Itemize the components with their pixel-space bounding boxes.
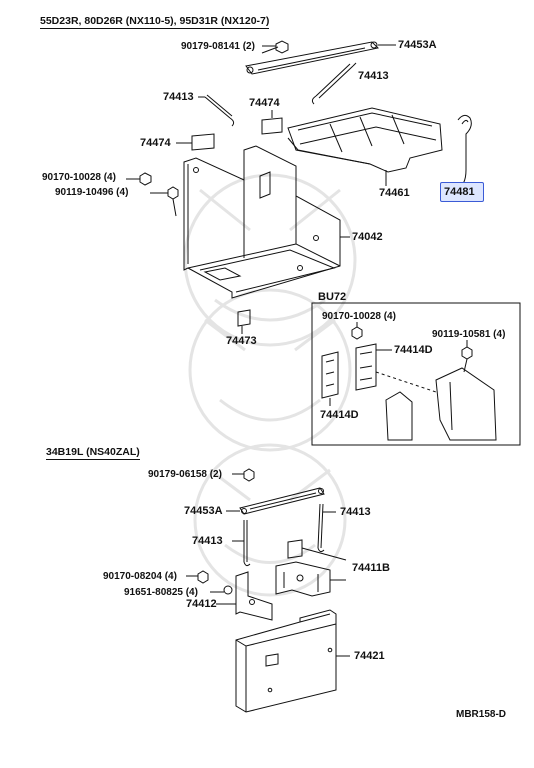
vent-tube-74481 [455,114,472,191]
header-lower-battery-size: 34B19L (NS40ZAL) [46,446,140,460]
header-top-battery-sizes: 55D23R, 80D26R (NX110-5), 95D31R (NX120-… [40,15,270,29]
inset-bolt-90119-10581 [461,340,473,373]
hold-down-bolt-74413-bottom-left [232,520,251,567]
label-74474-center[interactable]: 74474 [249,97,280,109]
label-74473[interactable]: 74473 [226,335,257,347]
pad-74474-left [176,133,215,151]
label-74481[interactable]: 74481 [444,186,475,198]
hold-down-bolt-74413-bottom-right [317,503,336,553]
highlight-74481[interactable] [440,182,484,202]
label-74474-left[interactable]: 74474 [140,137,171,149]
label-90119-10581[interactable]: 90119-10581 (4) [432,329,506,340]
label-90119-10496[interactable]: 90119-10496 (4) [55,187,129,198]
label-91651-80825[interactable]: 91651-80825 (4) [124,587,198,598]
spacer-74473 [237,309,251,334]
label-74413-bottom-left[interactable]: 74413 [192,535,223,547]
label-74461[interactable]: 74461 [379,187,410,199]
battery-carrier-74042 [183,145,350,299]
label-90179-08141[interactable]: 90179-08141 (2) [181,41,255,52]
label-74412[interactable]: 74412 [186,598,217,610]
label-90179-06158[interactable]: 90179-06158 (2) [148,469,222,480]
hold-down-clamp-74453A-bottom [226,487,325,515]
inset-frame-BU72 [311,302,521,446]
label-74413-top-left[interactable]: 74413 [163,91,194,103]
watermark-emblem-bottom [193,443,347,597]
label-74042[interactable]: 74042 [352,231,383,243]
label-74413-top-right[interactable]: 74413 [358,70,389,82]
label-74411B[interactable]: 74411B [352,562,390,574]
hold-down-bolt-74413-right [311,62,357,105]
brackets-74411B [275,539,347,597]
figure-code: MBR158-D [456,709,507,720]
nut-90170-08204 [186,570,209,584]
hold-down-bolt-74413-left [198,94,235,127]
watermark-emblem-mid [188,288,352,452]
label-90170-08204[interactable]: 90170-08204 (4) [103,571,177,582]
nut-90179-08141 [262,40,289,54]
inset-nut-90170-10028 [351,322,363,340]
bracket-74412 [216,571,273,621]
header-inset-BU72: BU72 [318,291,347,303]
label-74414D-right[interactable]: 74414D [394,344,433,356]
bolt-91651-80825 [210,585,233,595]
nut-90179-06158 [232,468,255,482]
label-74453A-top[interactable]: 74453A [398,39,437,51]
label-74453A-bottom[interactable]: 74453A [184,505,223,517]
inset-carrier-section [375,367,497,441]
battery-insulator-74461 [287,107,443,186]
label-90170-10028-inset[interactable]: 90170-10028 (4) [322,311,396,322]
battery-tray-74421 [235,609,350,713]
label-74413-bottom-right[interactable]: 74413 [340,506,371,518]
bolt-90119-10496 [150,186,179,217]
nut-90170-10028 [126,172,152,186]
label-90170-10028-top[interactable]: 90170-10028 (4) [42,172,116,183]
pad-74474-center [261,110,283,135]
label-74414D-left[interactable]: 74414D [320,409,359,421]
inset-clamps-74414D [321,343,392,406]
hold-down-clamp-74453A-top [245,41,396,75]
label-74421[interactable]: 74421 [354,650,385,662]
